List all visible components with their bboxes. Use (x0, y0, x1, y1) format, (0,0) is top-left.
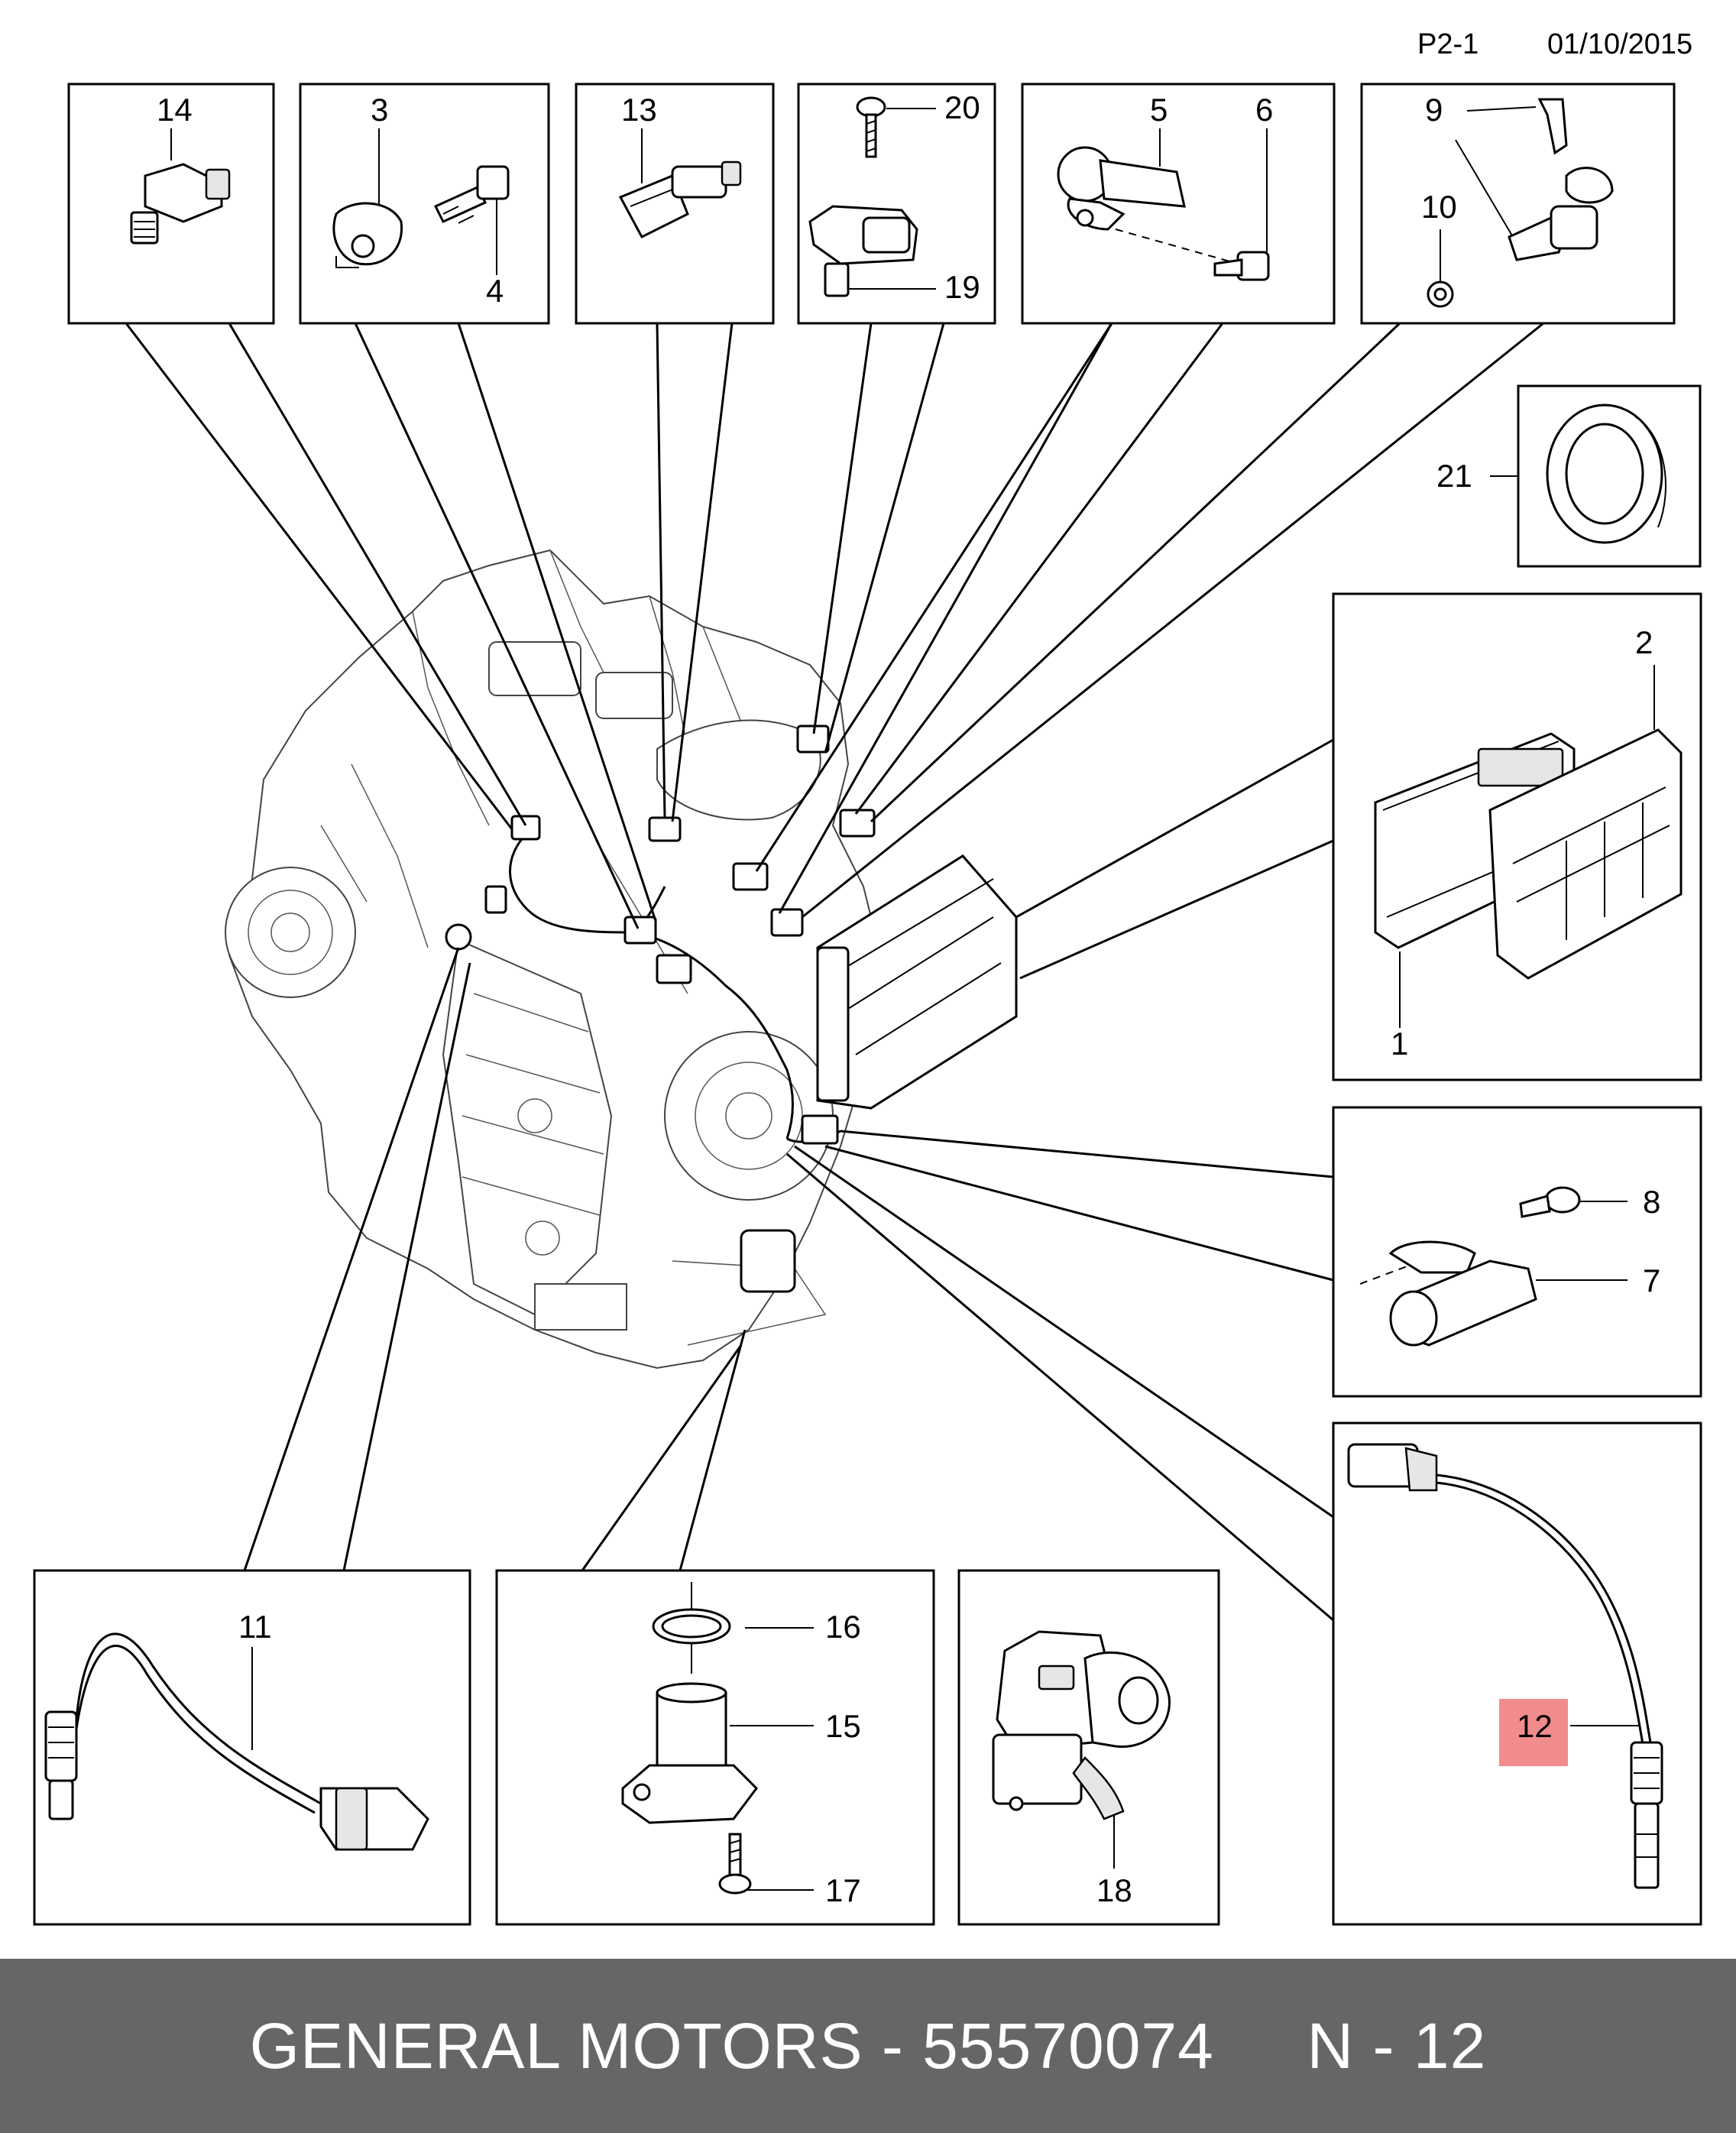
callout-4: 4 (486, 273, 504, 309)
box-part-14: 14 (67, 83, 275, 325)
box-part-12: 12 (1332, 1421, 1702, 1926)
engine-control-module-icon (1374, 732, 1576, 949)
callout-2: 2 (1635, 624, 1653, 660)
oxygen-sensor-icon (1347, 1443, 1663, 1889)
oil-pressure-switch-icon (130, 163, 231, 245)
box-part-19-20: 20 19 (797, 83, 996, 325)
box-part-15-16-17: 16 15 17 (495, 1569, 935, 1926)
callout-18: 18 (1096, 1872, 1132, 1908)
revision-date: 01/10/2015 (1547, 28, 1692, 60)
callout-1: 1 (1391, 1026, 1408, 1062)
callout-12: 12 (1517, 1708, 1553, 1744)
ecm-cover-icon (1488, 728, 1683, 980)
seal-ring-icon (1546, 404, 1666, 544)
callout-8: 8 (1643, 1184, 1660, 1220)
callout-20: 20 (944, 89, 980, 125)
callout-21: 21 (1436, 458, 1472, 494)
callout-13: 13 (621, 92, 657, 128)
box-part-5-6: 5 6 (1021, 83, 1336, 325)
callout-3: 3 (371, 92, 388, 128)
leader-lines (125, 322, 1544, 1622)
callout-17: 17 (825, 1872, 861, 1908)
bolt-icon (433, 165, 510, 224)
callout-5: 5 (1150, 92, 1168, 128)
box-part-9-10: 9 10 (1360, 83, 1676, 325)
engine-sensor-markers (445, 725, 876, 1293)
box-part-21: 21 (1436, 384, 1702, 568)
callout-16: 16 (825, 1609, 861, 1645)
box-part-7-8: 8 7 (1332, 1106, 1702, 1398)
callout-11: 11 (238, 1609, 272, 1645)
box-part-1-2: 2 1 (1332, 592, 1702, 1081)
footer-part-reference: GENERAL MOTORS - 55570074 N - 12 (249, 2009, 1487, 2082)
box-part-11: 11 (33, 1569, 471, 1926)
knock-sensor-icon (332, 202, 403, 268)
oil-level-sensor-icon (621, 1682, 758, 1824)
page-reference: P2-1 (1417, 28, 1479, 60)
callout-10: 10 (1421, 189, 1457, 225)
pressure-sensor-icon (618, 160, 742, 238)
callout-14: 14 (157, 92, 193, 128)
callout-19: 19 (944, 269, 980, 305)
footer-banner: GENERAL MOTORS - 55570074 N - 12 (0, 1959, 1736, 2133)
screw-icon (856, 96, 886, 158)
temperature-sensor-icon (1508, 205, 1598, 261)
bolt-icon (1213, 251, 1270, 281)
crankshaft-sensor-icon (1388, 1240, 1537, 1347)
highlight-marker (1499, 1699, 1568, 1766)
engine-control-module-installed (816, 854, 1018, 1110)
bolt-icon (1519, 1186, 1581, 1218)
retaining-clip-icon (1537, 98, 1614, 204)
box-part-18: 18 (957, 1569, 1220, 1926)
callout-6: 6 (1255, 92, 1273, 128)
callout-15: 15 (825, 1708, 861, 1744)
camshaft-sensor-icon (1057, 146, 1186, 231)
seal-ring-icon (652, 1608, 731, 1645)
map-sensor-icon (992, 1630, 1171, 1820)
box-part-3-4: 3 4 (299, 83, 550, 325)
oxygen-sensor-icon (44, 1632, 429, 1851)
seal-ring-icon (1427, 280, 1454, 308)
callout-9: 9 (1425, 92, 1443, 128)
wiring-harness (509, 831, 794, 1139)
callout-7: 7 (1643, 1263, 1660, 1298)
bolt-icon (718, 1833, 752, 1895)
box-part-13: 13 (575, 83, 775, 325)
map-sensor-icon (808, 205, 918, 297)
parts-diagram: P2-1 01/10/2015 (33, 28, 1702, 1926)
